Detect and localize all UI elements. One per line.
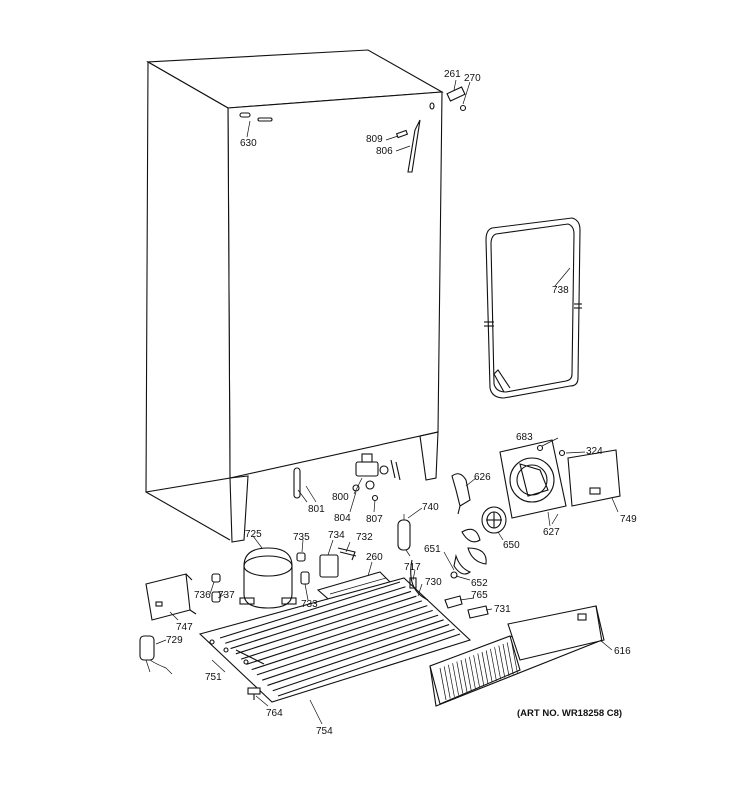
fan-motor	[481, 506, 507, 534]
callout-804: 804	[334, 513, 351, 524]
callout-740: 740	[422, 502, 439, 513]
callout-270: 270	[464, 73, 481, 84]
grille-slat	[498, 645, 506, 678]
callout-630: 630	[240, 138, 257, 149]
callout-747: 747	[176, 622, 193, 633]
grille-slat	[448, 664, 455, 697]
grille-slat	[464, 658, 472, 691]
callout-736: 736	[194, 590, 211, 601]
grille-slat	[477, 653, 485, 686]
callout-626: 626	[474, 472, 491, 483]
callout-807: 807	[366, 514, 383, 525]
callout-261: 261	[444, 69, 461, 80]
fan-shroud	[499, 439, 621, 525]
grille-slat	[469, 656, 476, 689]
callout-765: 765	[471, 590, 488, 601]
coil-tube	[219, 581, 401, 639]
screws	[536, 444, 566, 457]
callout-749: 749	[620, 514, 637, 525]
coil-tube	[246, 605, 428, 665]
callout-labels: 261 270 630 809 806 738 683 324 626 800 …	[166, 69, 637, 737]
callout-651: 651	[424, 544, 441, 555]
grille-slat	[502, 643, 510, 677]
callout-734: 734	[328, 530, 345, 541]
callout-754: 754	[316, 726, 333, 737]
callout-260: 260	[366, 552, 383, 563]
leader-lines	[155, 120, 619, 725]
water-valve	[293, 453, 401, 502]
coil-tube	[267, 624, 450, 686]
callout-737: 737	[218, 590, 235, 601]
grille-slat	[506, 642, 514, 675]
callout-732: 732	[356, 532, 373, 543]
grille-slat	[439, 667, 447, 701]
fan-blade	[453, 528, 487, 575]
callout-751: 751	[205, 672, 222, 683]
callout-801: 801	[308, 504, 325, 515]
grille-slat	[494, 647, 501, 680]
callout-730: 730	[425, 577, 442, 588]
grille-slat	[473, 655, 480, 688]
callout-733: 733	[301, 599, 318, 610]
coil-tube	[235, 595, 417, 655]
callout-652: 652	[471, 578, 488, 589]
callout-717: 717	[404, 562, 421, 573]
art-number: (ART NO. WR18258 C8)	[517, 708, 622, 719]
coil-tube	[251, 609, 433, 671]
access-cover	[429, 605, 605, 707]
coil-tube	[262, 619, 444, 681]
condenser-coil	[198, 577, 472, 703]
callout-616: 616	[614, 646, 631, 657]
grille-slat	[460, 659, 468, 693]
relay-overload	[319, 547, 357, 578]
tubing	[409, 559, 429, 601]
fan-motor-bracket	[451, 473, 471, 515]
cabinet	[145, 49, 444, 543]
callout-324: 324	[586, 446, 603, 457]
coil-tube	[225, 586, 406, 644]
leveling-foot	[247, 687, 261, 700]
callout-738: 738	[552, 285, 569, 296]
grille-slat	[485, 650, 493, 683]
defrost-part	[397, 514, 411, 557]
callout-800: 800	[332, 492, 349, 503]
callout-735: 735	[293, 532, 310, 543]
callout-729: 729	[166, 635, 183, 646]
callout-731: 731	[494, 604, 511, 615]
callout-806: 806	[376, 146, 393, 157]
condenser-loop	[484, 217, 582, 399]
grille-slat	[456, 661, 464, 694]
nut	[450, 571, 458, 579]
coil-tube	[277, 633, 461, 697]
capacitor	[139, 635, 173, 675]
grille-slat	[511, 640, 518, 673]
callout-683: 683	[516, 432, 533, 443]
coil-tube	[256, 614, 439, 676]
callout-725: 725	[245, 529, 262, 540]
drain-fitting	[446, 79, 471, 112]
mounting-bracket	[145, 573, 197, 621]
coil-tube	[230, 590, 412, 650]
grille-slat	[443, 666, 451, 699]
grille-slat	[452, 663, 459, 696]
coil-tube	[240, 600, 422, 660]
callout-809: 809	[366, 134, 383, 145]
callout-650: 650	[503, 540, 520, 551]
callout-764: 764	[266, 708, 283, 719]
grille-slat	[490, 648, 497, 681]
clips	[444, 595, 489, 619]
grille-slat	[481, 651, 489, 685]
coil-tube	[272, 628, 455, 692]
grommets	[211, 552, 310, 603]
compressor	[239, 547, 297, 609]
callout-627: 627	[543, 527, 560, 538]
